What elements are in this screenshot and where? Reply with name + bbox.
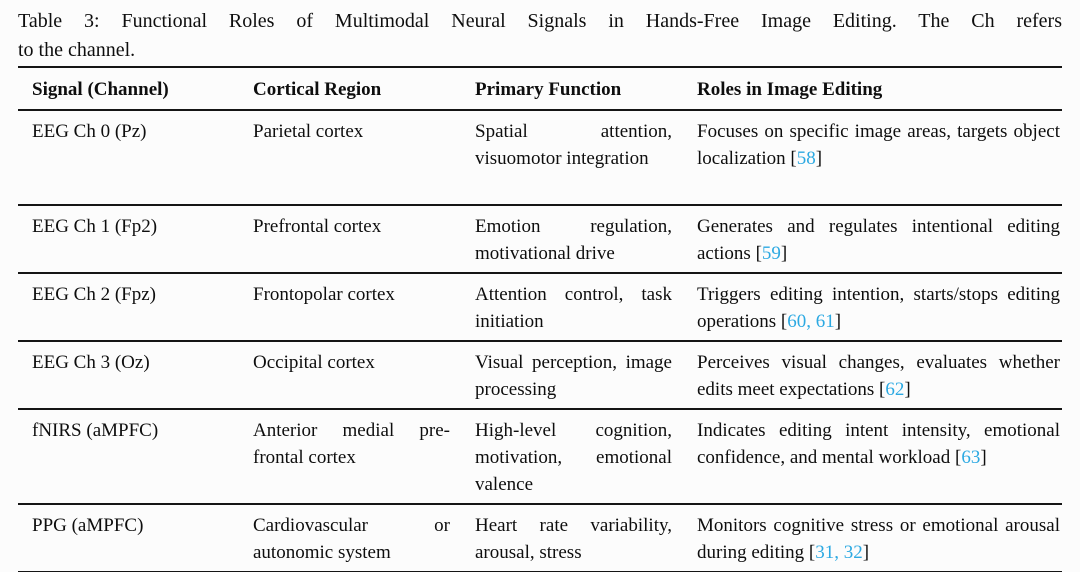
citation-link[interactable]: 31, 32 <box>815 542 863 563</box>
roles-text: Monitors cognitive stress or emotional a… <box>697 515 1060 563</box>
cell-cortical-region: Prefrontal cortex <box>253 216 382 237</box>
table-row: EEG Ch 3 (Oz) Occipital cortex Visual pe… <box>18 341 1062 409</box>
citation-bracket-close: ] <box>780 243 788 264</box>
cell-signal-channel: fNIRS (aMPFC) <box>32 420 159 441</box>
cell-primary-function: High-level cogni­tion, motivation, emoti… <box>475 420 672 495</box>
signals-roles-table: Signal (Channel) Cortical Region Primary… <box>18 66 1062 572</box>
cell-primary-function: Spatial attention, visuomotor integra­ti… <box>475 121 672 169</box>
citation-link[interactable]: 58 <box>796 148 816 169</box>
table-row: PPG (aMPFC) Cardiovascular or autonomic … <box>18 504 1062 572</box>
citation-bracket-open: [ <box>750 243 762 264</box>
cell-primary-function: Attention control, task initiation <box>475 284 672 332</box>
table-caption-line2: to the channel. <box>18 39 136 61</box>
roles-text: Perceives visual changes, evaluates whet… <box>697 352 1060 400</box>
roles-text: Focuses on specific image areas, tar­get… <box>697 121 1060 169</box>
cell-cortical-region: Parietal cortex <box>253 121 364 142</box>
citation-bracket-open: [ <box>804 542 816 563</box>
citation-bracket-open: [ <box>874 379 886 400</box>
citation-bracket-close: ] <box>904 379 911 400</box>
cell-roles-in-image-editing: Indicates editing intent intensity, emo­… <box>697 409 1062 504</box>
cell-primary-function: Emotion regulation, motivational drive <box>475 216 672 264</box>
table-caption-line1: Table 3: Functional Roles of Multimodal … <box>18 10 1062 32</box>
citation-bracket-close: ] <box>862 542 870 563</box>
cell-roles-in-image-editing: Monitors cognitive stress or emotional a… <box>697 504 1062 572</box>
column-header-roles: Roles in Image Editing <box>697 79 883 100</box>
cell-roles-in-image-editing: Perceives visual changes, evaluates whet… <box>697 341 1062 409</box>
citation-bracket-close: ] <box>980 447 987 468</box>
citation-bracket-open: [ <box>776 311 788 332</box>
table-caption: Table 3: Functional Roles of Multimodal … <box>18 7 1062 65</box>
table-body: EEG Ch 0 (Pz) Parietal cortex Spatial at… <box>18 110 1062 572</box>
table-row: EEG Ch 2 (Fpz) Frontopolar cortex Attent… <box>18 273 1062 341</box>
cell-signal-channel: EEG Ch 1 (Fp2) <box>32 216 158 237</box>
roles-text: Triggers editing intention, starts/stops… <box>697 284 1060 332</box>
roles-text: Generates and regulates intentional edit… <box>697 216 1060 264</box>
cell-cortical-region: Frontopolar cortex <box>253 284 395 305</box>
citation-link[interactable]: 59 <box>761 243 781 264</box>
table-row: fNIRS (aMPFC) Anterior medial pre­fronta… <box>18 409 1062 504</box>
citation-bracket-open: [ <box>950 447 962 468</box>
citation-link[interactable]: 60, 61 <box>787 311 835 332</box>
cell-roles-in-image-editing: Focuses on specific image areas, tar­get… <box>697 110 1062 205</box>
column-header-primary-function: Primary Function <box>475 79 622 100</box>
column-header-signal: Signal (Channel) <box>32 79 169 100</box>
cell-signal-channel: PPG (aMPFC) <box>32 515 144 536</box>
cell-signal-channel: EEG Ch 3 (Oz) <box>32 352 150 373</box>
table-header: Signal (Channel) Cortical Region Primary… <box>18 67 1062 110</box>
citation-link[interactable]: 63 <box>961 447 981 468</box>
citation-bracket-close: ] <box>834 311 842 332</box>
header-row: Signal (Channel) Cortical Region Primary… <box>18 67 1062 110</box>
roles-text: Indicates editing intent intensity, emo­… <box>697 420 1060 468</box>
citation-bracket-close: ] <box>815 148 823 169</box>
cell-primary-function: Heart rate variabil­ity, arousal, stress <box>475 515 672 563</box>
citation-bracket-open: [ <box>785 148 797 169</box>
cell-cortical-region: Anterior medial pre­frontal cortex <box>253 420 450 468</box>
cell-roles-in-image-editing: Triggers editing intention, starts/stops… <box>697 273 1062 341</box>
cell-cortical-region: Cardiovascular or autonomic system <box>253 515 450 563</box>
cell-signal-channel: EEG Ch 2 (Fpz) <box>32 284 157 305</box>
cell-primary-function: Visual perception, image processing <box>475 352 672 400</box>
table-row: EEG Ch 1 (Fp2) Prefrontal cortex Emotion… <box>18 205 1062 273</box>
citation-link[interactable]: 62 <box>885 379 905 400</box>
table-row: EEG Ch 0 (Pz) Parietal cortex Spatial at… <box>18 110 1062 205</box>
column-header-cortical-region: Cortical Region <box>253 79 382 100</box>
cell-cortical-region: Occipital cortex <box>253 352 375 373</box>
cell-roles-in-image-editing: Generates and regulates intentional edit… <box>697 205 1062 273</box>
cell-signal-channel: EEG Ch 0 (Pz) <box>32 121 147 142</box>
paper-page: Table 3: Functional Roles of Multimodal … <box>18 0 1062 572</box>
